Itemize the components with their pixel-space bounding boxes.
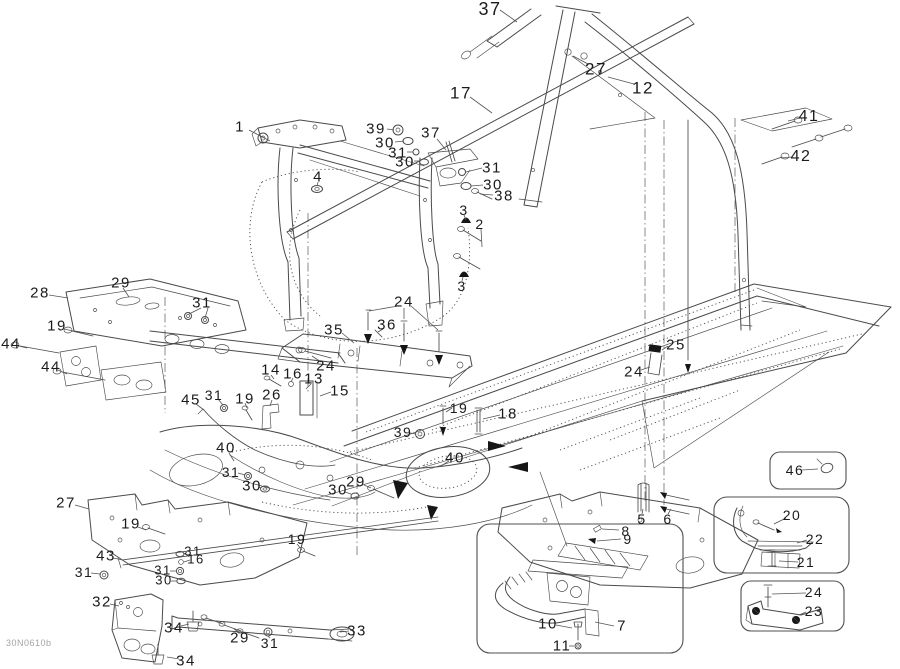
callout-22: 22 <box>805 531 825 547</box>
callout-39: 39 <box>393 424 413 440</box>
callout-44: 44 <box>41 358 61 376</box>
callout-9: 9 <box>623 531 633 547</box>
rear-bracket-rail-drawing <box>111 593 355 665</box>
callout-23: 23 <box>804 603 824 619</box>
callout-42: 42 <box>790 148 812 165</box>
callout-7: 7 <box>617 617 627 635</box>
callout-31: 31 <box>154 562 172 578</box>
callout-14: 14 <box>261 361 281 379</box>
callout-29: 29 <box>230 629 250 647</box>
callout-31: 31 <box>221 464 241 480</box>
callout-36: 36 <box>377 316 397 334</box>
callout-39: 39 <box>366 120 386 138</box>
callout-40: 40 <box>445 449 465 467</box>
callout-30: 30 <box>375 134 395 152</box>
callout-16: 16 <box>187 551 205 567</box>
callout-44: 44 <box>1 335 21 353</box>
callout-43: 43 <box>96 547 116 565</box>
callout-31: 31 <box>192 294 212 312</box>
callout-19: 19 <box>121 515 141 533</box>
callout-19: 19 <box>47 317 67 335</box>
callout-10: 10 <box>538 615 558 633</box>
callout-19: 19 <box>287 531 307 547</box>
callout-27: 27 <box>56 494 76 512</box>
callout-15: 15 <box>330 382 350 400</box>
steering-support-frame-drawing <box>286 5 853 331</box>
callout-31: 31 <box>204 387 224 403</box>
callout-24: 24 <box>316 357 336 375</box>
callout-31: 31 <box>482 159 502 177</box>
callout-45: 45 <box>181 391 201 409</box>
callout-17: 17 <box>450 83 472 103</box>
watermark: 30N0610b <box>6 638 52 648</box>
callout-30: 30 <box>483 176 503 194</box>
callout-18: 18 <box>498 405 518 423</box>
callout-27: 27 <box>585 59 607 79</box>
leader-lines <box>18 9 819 660</box>
callout-38: 38 <box>494 187 514 205</box>
callout-21: 21 <box>796 554 816 570</box>
callout-34: 34 <box>176 652 196 669</box>
callout-30: 30 <box>155 572 173 588</box>
left-footrest-drawing <box>87 493 439 586</box>
belly-pan-drawing <box>149 424 533 531</box>
callout-28: 28 <box>30 284 50 302</box>
callout-31: 31 <box>74 564 94 580</box>
callout-30: 30 <box>395 153 415 171</box>
callout-37: 37 <box>421 124 441 142</box>
inset-detail-box <box>476 523 684 654</box>
callout-25: 25 <box>666 336 686 354</box>
callout-20: 20 <box>782 507 802 523</box>
callout-19: 19 <box>235 390 255 408</box>
callout-3: 3 <box>459 202 469 218</box>
callout-11: 11 <box>552 637 572 655</box>
callout-29: 29 <box>346 473 366 491</box>
callout-34: 34 <box>164 619 184 637</box>
callout-35: 35 <box>324 321 344 339</box>
support-bracket-drawing <box>277 309 473 388</box>
callout-37: 37 <box>478 0 502 19</box>
callout-31: 31 <box>260 635 280 651</box>
right-footrest-drawing <box>497 471 759 589</box>
construction-lines <box>164 112 736 556</box>
callout-31: 31 <box>388 144 408 162</box>
callout-32: 32 <box>92 593 112 611</box>
callout-2: 2 <box>475 216 485 232</box>
callout-29: 29 <box>111 274 131 292</box>
small-parts-drawing <box>197 375 336 467</box>
callout-40: 40 <box>216 439 236 457</box>
callout-16: 16 <box>283 365 303 383</box>
callout-6: 6 <box>663 511 673 527</box>
front-bumper-drawing <box>10 278 346 401</box>
callout-33: 33 <box>347 622 367 640</box>
callout-1: 1 <box>235 118 245 136</box>
callout-24: 24 <box>624 363 644 381</box>
callout-4: 4 <box>313 168 323 186</box>
callout-30: 30 <box>242 477 262 495</box>
callout-24: 24 <box>804 584 824 600</box>
bulkhead-drawing <box>249 119 493 342</box>
tunnel-drawing <box>292 119 892 515</box>
callout-46: 46 <box>785 462 805 478</box>
callout-31: 31 <box>184 543 202 559</box>
callout-30: 30 <box>328 481 348 499</box>
callout-13: 13 <box>304 370 324 388</box>
callout-8: 8 <box>621 523 631 539</box>
callout-3: 3 <box>457 278 467 294</box>
callout-19: 19 <box>449 400 469 416</box>
callout-5: 5 <box>637 511 647 527</box>
callout-41: 41 <box>798 108 820 125</box>
callout-12: 12 <box>632 78 654 98</box>
callout-26: 26 <box>262 386 282 404</box>
callout-24: 24 <box>394 293 414 311</box>
